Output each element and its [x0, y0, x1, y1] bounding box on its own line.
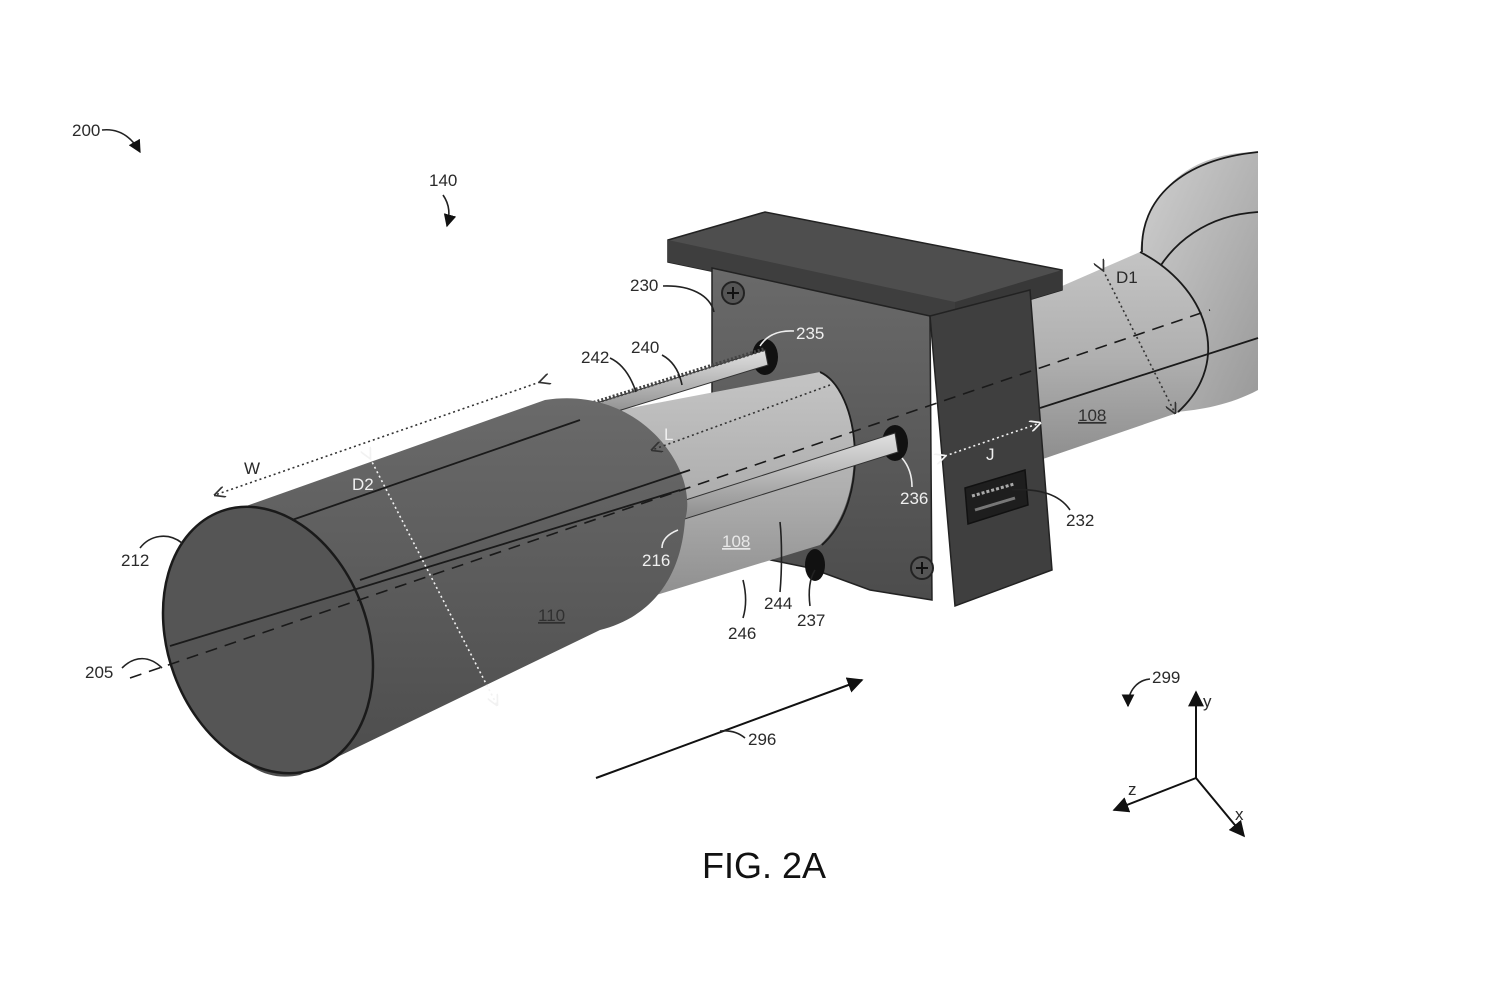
dim-width-line	[215, 382, 540, 495]
ref-236: 236	[900, 489, 928, 508]
dim-gap-line	[945, 423, 1040, 456]
axis-y-label: y	[1203, 692, 1212, 711]
ref-140: 140	[429, 171, 457, 190]
leader-235	[759, 330, 795, 347]
dim-d2-label: D2	[352, 475, 374, 494]
ref-242: 242	[581, 348, 609, 367]
ref-232: 232	[1066, 511, 1094, 530]
screw-bottom-icon	[910, 556, 934, 580]
ref-235: 235	[796, 324, 824, 343]
leader-212	[139, 535, 183, 549]
dim-d1-label: D1	[1116, 268, 1138, 287]
ref-246: 246	[728, 624, 756, 643]
ref-299: 299	[1152, 668, 1180, 687]
dim-d1-line	[1103, 270, 1175, 413]
dim-l-label: L	[664, 425, 673, 444]
coordinate-axes	[1112, 690, 1246, 838]
part-108-right: 108	[1078, 406, 1106, 425]
direction-arrow	[595, 677, 864, 779]
central-axis	[129, 309, 1211, 679]
ref-216: 216	[642, 551, 670, 570]
leader-246	[742, 579, 747, 619]
ref-230: 230	[630, 276, 658, 295]
hole-237	[805, 549, 825, 581]
dim-length-line	[652, 384, 831, 450]
screw-top-icon	[721, 281, 745, 305]
leader-216	[661, 529, 679, 549]
leader-236	[901, 457, 913, 488]
axis-z-label: z	[1128, 780, 1137, 799]
ref-212: 212	[121, 551, 149, 570]
part-108-mid: 108	[722, 532, 750, 551]
connector-port	[964, 469, 1029, 525]
ref-237: 237	[797, 611, 825, 630]
leader-140	[442, 194, 457, 228]
leader-205	[121, 657, 163, 669]
outer-sleeve	[161, 398, 691, 777]
figure-caption: FIG. 2A	[702, 845, 826, 886]
ref-200: 200	[72, 121, 100, 140]
leader-299	[1121, 678, 1151, 708]
leader-296	[719, 729, 746, 739]
ref-240: 240	[631, 338, 659, 357]
leader-232	[1011, 488, 1071, 511]
leader-242	[609, 357, 637, 393]
ref-205: 205	[85, 663, 113, 682]
leader-244	[779, 521, 783, 593]
part-110: 110	[538, 606, 565, 625]
dim-d2-line	[370, 458, 497, 705]
leader-230	[662, 285, 715, 313]
leader-240	[661, 354, 683, 386]
dim-w-label: W	[244, 459, 260, 478]
axis-x-label: x	[1235, 805, 1244, 824]
ref-244: 244	[764, 594, 792, 613]
leader-200	[101, 128, 141, 154]
ref-296: 296	[748, 730, 776, 749]
leader-237	[808, 569, 816, 607]
dim-j-label: J	[986, 445, 995, 464]
